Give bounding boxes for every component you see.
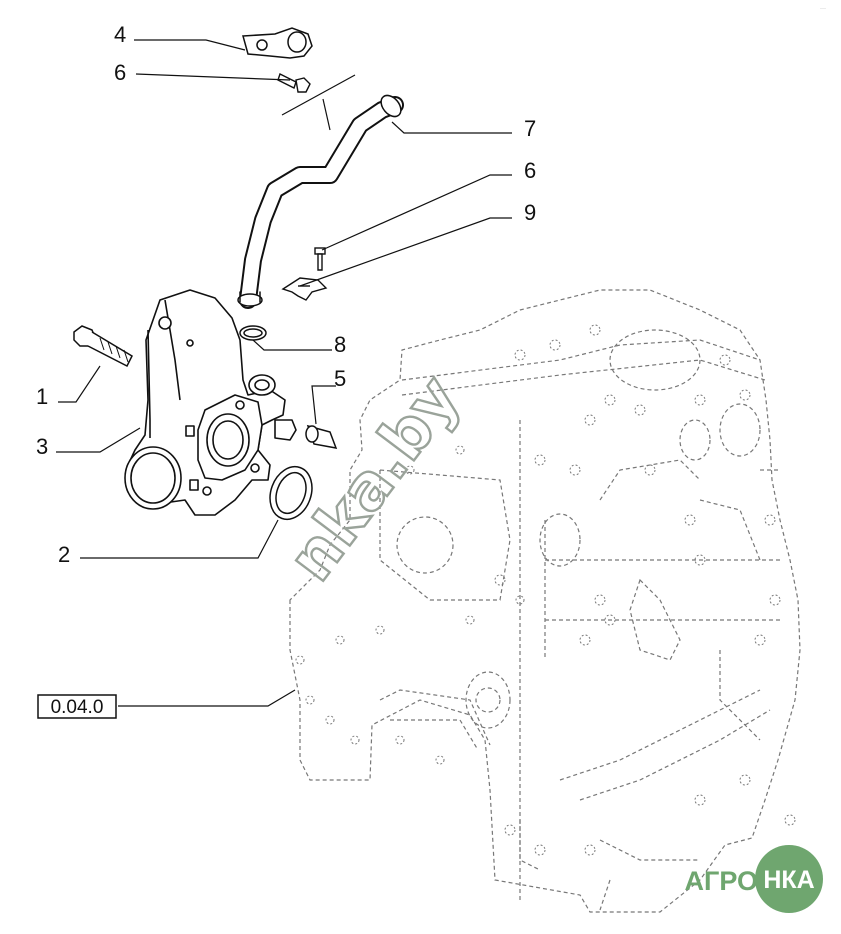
callout-4: 4 — [114, 22, 126, 47]
screw-part-6-mid — [314, 247, 326, 271]
bolt-part-1 — [73, 325, 133, 368]
callout-2: 2 — [58, 542, 70, 567]
engine-block — [289, 289, 801, 913]
corner-code: ··· — [820, 6, 826, 12]
o-ring-part-8 — [239, 325, 267, 341]
callout-3: 3 — [36, 434, 48, 459]
brand-logo: АГРО НКА — [685, 845, 823, 913]
screw-part-6-top — [277, 73, 311, 93]
clamp-part-4 — [242, 27, 313, 59]
callout-numbers: 4 6 7 6 9 8 5 1 3 2 — [36, 22, 536, 567]
plug-part-5 — [305, 424, 338, 449]
gasket-part-2 — [269, 465, 313, 521]
callout-1: 1 — [36, 384, 48, 409]
pipe-part-7 — [237, 94, 404, 309]
callout-8: 8 — [334, 332, 346, 357]
leader-lines — [56, 39, 512, 707]
pump-housing — [124, 289, 297, 516]
engine-block-holes — [295, 324, 796, 856]
logo-circle — [755, 845, 823, 913]
callout-5: 5 — [334, 366, 346, 391]
reference-box[interactable]: 0.04.0 — [37, 694, 117, 719]
callout-6-top: 6 — [114, 60, 126, 85]
logo-text-right: НКА — [763, 866, 814, 894]
bracket-part-9 — [281, 277, 328, 301]
logo-text-left: АГРО — [685, 866, 758, 896]
callout-7: 7 — [524, 116, 536, 141]
reference-label: 0.04.0 — [51, 697, 104, 718]
callout-6-mid: 6 — [524, 158, 536, 183]
callout-9: 9 — [524, 200, 536, 225]
